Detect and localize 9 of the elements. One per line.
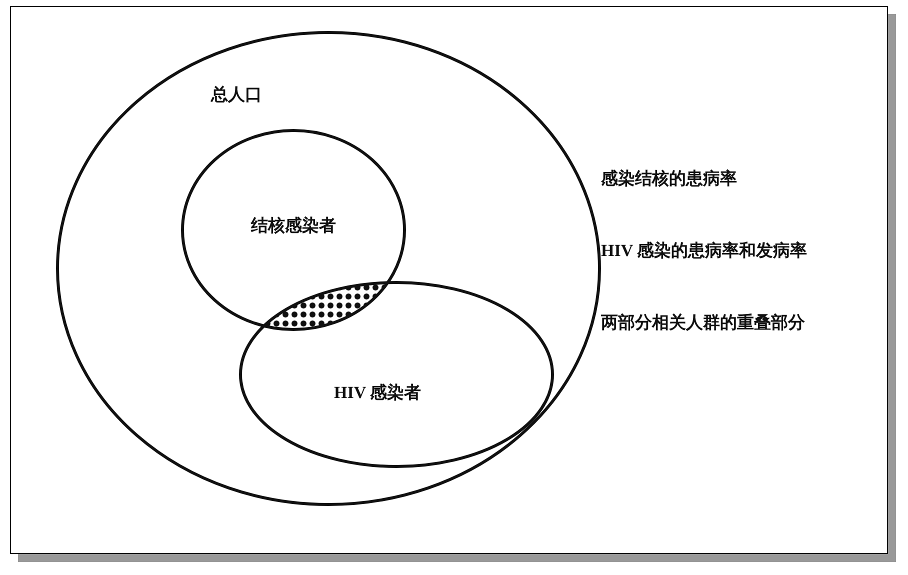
note-text: 两部分相关人群的重叠部分 — [601, 312, 805, 334]
tb-infected-region — [181, 129, 406, 331]
region-label: 结核感染者 — [251, 215, 336, 237]
note-text: HIV 感染的患病率和发病率 — [601, 240, 808, 262]
region-label: 总人口 — [211, 84, 262, 106]
hiv-infected-region — [239, 281, 554, 468]
population-region — [56, 31, 601, 506]
region-label: HIV 感染者 — [334, 382, 422, 404]
note-text: 感染结核的患病率 — [601, 168, 737, 190]
